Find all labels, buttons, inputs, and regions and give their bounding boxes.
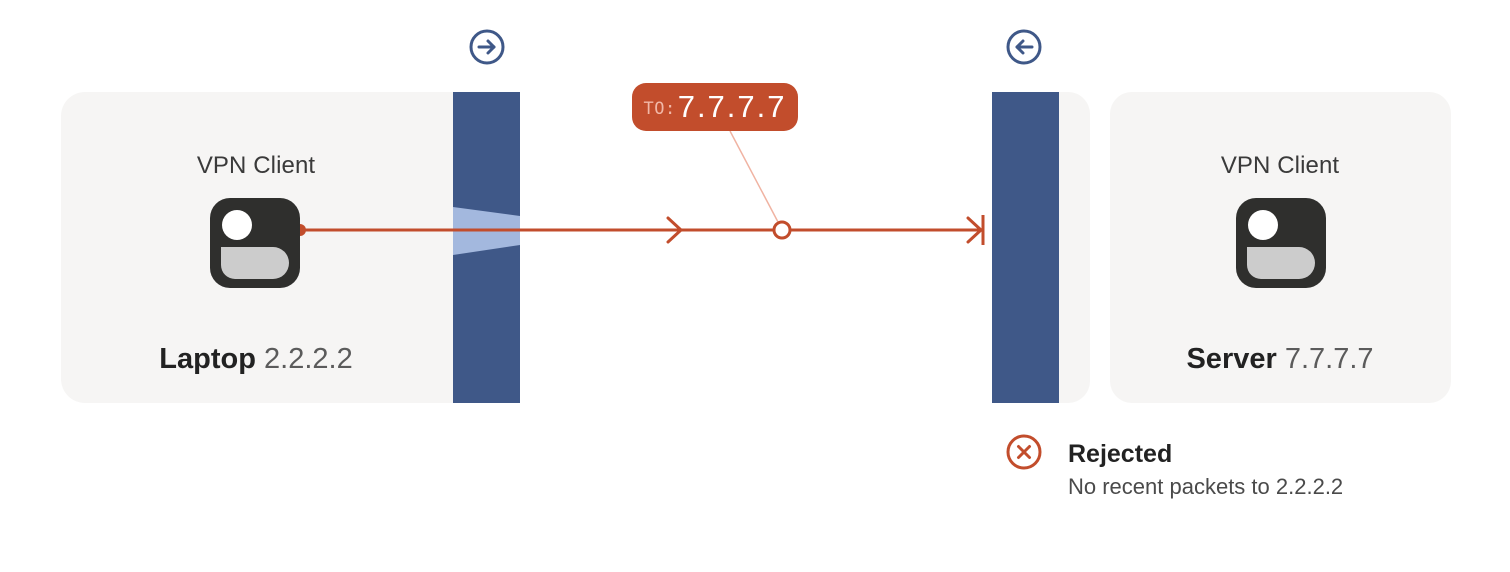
- packet-label-prefix: TO:: [643, 99, 676, 119]
- laptop-firewall: [453, 92, 520, 403]
- server-name: Server: [1186, 343, 1277, 375]
- packet-label-address: 7.7.7.7: [677, 89, 787, 124]
- packet-marker: [772, 220, 792, 240]
- laptop-node-title: VPN Client: [196, 152, 316, 179]
- arrow-right-circle-icon: [469, 29, 505, 65]
- server-ip: 7.7.7.7: [1284, 343, 1374, 375]
- x-circle-icon: [1006, 434, 1042, 470]
- server-node-name: Server 7.7.7.7: [1134, 343, 1426, 376]
- laptop-ip: 2.2.2.2: [264, 343, 353, 375]
- packet-blocked-arrowhead: [966, 216, 983, 244]
- status-title: Rejected: [1068, 440, 1173, 468]
- server-node-title: VPN Client: [1220, 152, 1340, 179]
- packet-label-leader: [729, 130, 779, 223]
- laptop-node-name: Laptop 2.2.2.2: [110, 343, 402, 376]
- packet-direction-chevron: [666, 216, 683, 244]
- status-detail: No recent packets to 2.2.2.2: [1068, 474, 1344, 499]
- packet-destination-label: TO: 7.7.7.7: [632, 83, 798, 131]
- vpn-client-device-icon: [210, 198, 300, 288]
- vpn-client-device-icon: [1236, 198, 1326, 288]
- connection-status: Rejected No recent packets to 2.2.2.2: [1004, 432, 1424, 512]
- server-firewall: [992, 92, 1059, 403]
- laptop-name: Laptop: [159, 343, 256, 375]
- arrow-left-circle-icon: [1006, 29, 1042, 65]
